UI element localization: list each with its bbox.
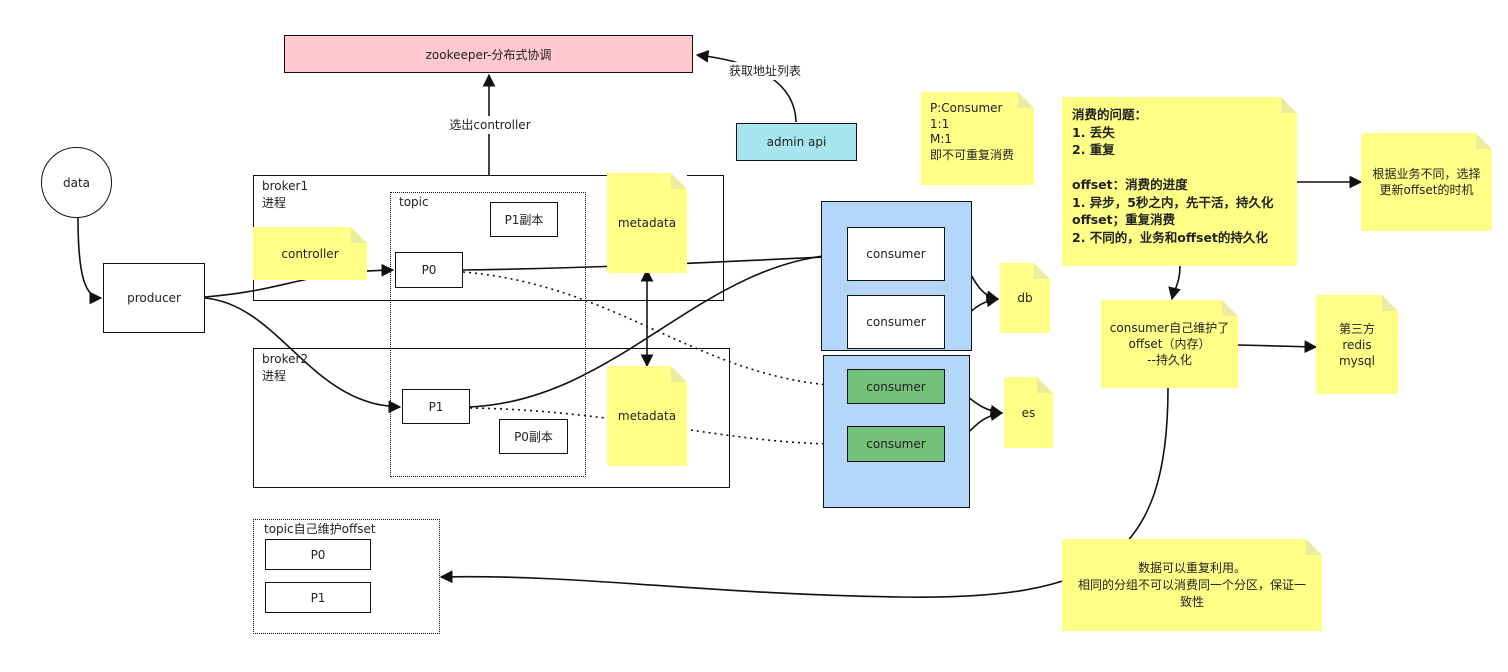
topic-container: topic bbox=[390, 192, 586, 477]
partition-p0: P0 bbox=[395, 252, 463, 288]
partition-p1: P1 bbox=[402, 389, 470, 424]
metadata-note-broker2: metadata bbox=[607, 366, 687, 466]
controller-note: controller bbox=[253, 227, 367, 280]
admin-api-node: admin api bbox=[736, 123, 857, 161]
consumer-self-offset-note: consumer自己维护了offset（内存） --持久化 bbox=[1101, 300, 1238, 388]
zookeeper-node: zookeeper-分布式协调 bbox=[284, 35, 693, 73]
topic-offset-container: topic自己维护offset bbox=[253, 519, 440, 634]
edge-p1-consumer4-dotted bbox=[469, 407, 847, 451]
edge-data-producer bbox=[77, 217, 103, 305]
edge-selfoffset-thirdparty bbox=[1237, 340, 1318, 354]
edge-label-elect-controller: 选出controller bbox=[443, 116, 537, 134]
db-note: db bbox=[1000, 263, 1050, 333]
edge-label-get-address-list: 获取地址列表 bbox=[723, 62, 807, 80]
edge-p0-consumer3-dotted bbox=[462, 271, 847, 392]
consumer-node-4: consumer bbox=[847, 426, 945, 462]
consumer-node-1: consumer bbox=[847, 227, 945, 281]
es-note: es bbox=[1004, 377, 1053, 448]
edge-p1-consumer1 bbox=[469, 248, 847, 408]
producer-node: producer bbox=[103, 263, 205, 333]
choose-timing-note: 根据业务不同，选择更新offset的时机 bbox=[1361, 133, 1492, 231]
consumption-issues-note: 消费的问题： 1. 丢失 2. 重复 offset：消费的进度 1. 异步，5秒… bbox=[1062, 97, 1297, 266]
broker2-container: broker2 进程 bbox=[253, 348, 730, 488]
partition-p0-replica: P0副本 bbox=[499, 419, 568, 454]
partition-p1-replica: P1副本 bbox=[490, 202, 558, 237]
offset-p0: P0 bbox=[265, 539, 371, 570]
consumer-node-3: consumer bbox=[847, 369, 945, 404]
offset-p1: P1 bbox=[265, 582, 371, 613]
data-source-node: data bbox=[41, 147, 112, 218]
edge-issues-selfoffset bbox=[1168, 265, 1181, 301]
metadata-note-broker1: metadata bbox=[607, 173, 687, 273]
consumer-ratio-note: P:Consumer 1:1 M:1 即不可重复消费 bbox=[921, 92, 1034, 185]
data-reuse-note: 数据可以重复利用。 相同的分组不可以消费同一个分区，保证一致性 bbox=[1062, 539, 1322, 631]
edge-producer-p1 bbox=[204, 297, 402, 414]
third-party-storage-note: 第三方 redis mysql bbox=[1316, 295, 1398, 394]
consumer-node-2: consumer bbox=[847, 295, 945, 349]
edge-selfoffset-topicoffset bbox=[439, 387, 1169, 598]
